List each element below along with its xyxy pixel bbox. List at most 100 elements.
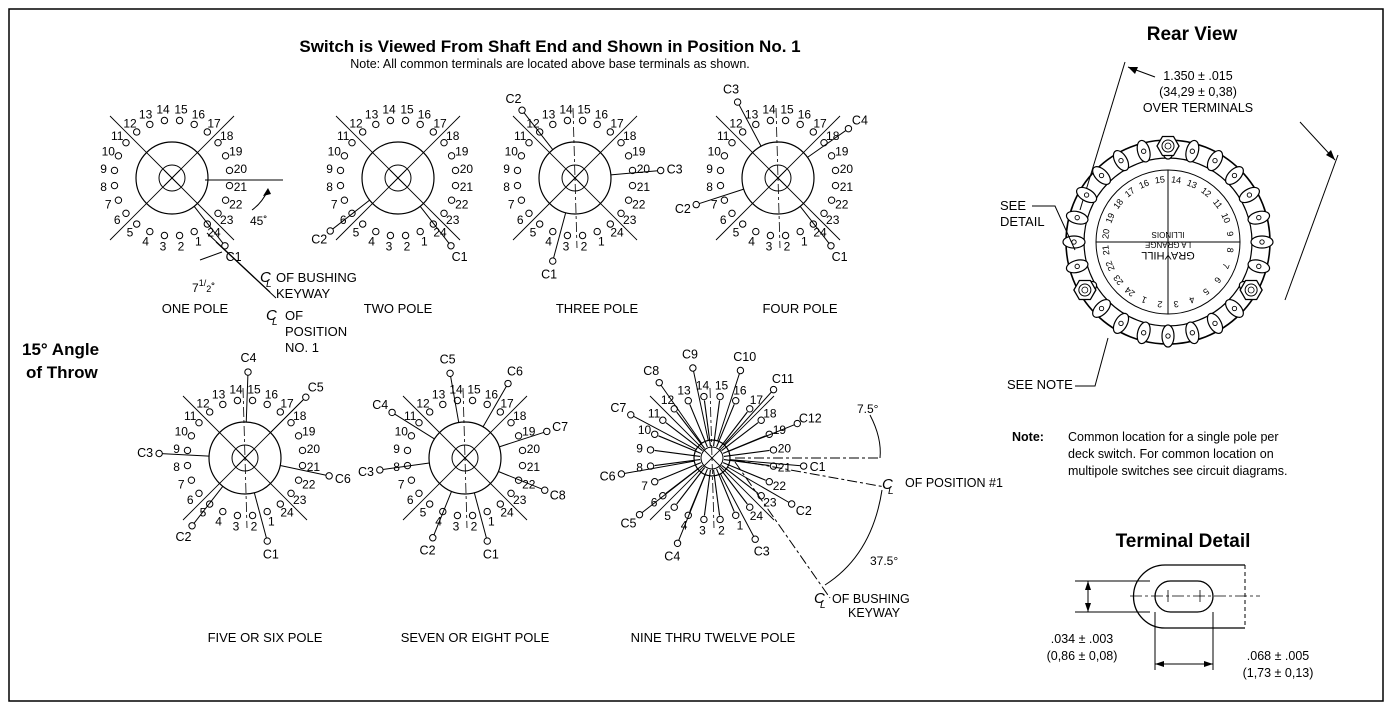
terminal-dot <box>205 408 214 416</box>
terminal-number: 6 <box>720 213 727 227</box>
common-dot <box>388 408 396 417</box>
common-dot <box>617 470 626 478</box>
mounting-hole <box>1244 283 1258 297</box>
terminal-number: 22 <box>455 197 469 211</box>
terminal-dot <box>358 128 367 136</box>
terminal-lug <box>1247 210 1271 225</box>
lug-hole <box>1231 305 1238 312</box>
terminal-dot <box>831 181 840 190</box>
note-block: Note: Common location for a single pole … <box>1012 430 1288 478</box>
terminal-dot <box>700 515 708 524</box>
terminal-dot <box>525 138 533 147</box>
common-label: C3 <box>137 446 153 460</box>
pole-label-five: FIVE OR SIX POLE <box>208 630 323 645</box>
ring-number: 15 <box>1154 174 1165 185</box>
terminal-number: 17 <box>500 396 514 410</box>
terminal-dot <box>578 231 587 240</box>
shaft-circle <box>384 164 412 192</box>
common-label: C1 <box>810 460 826 474</box>
terminal-dot <box>132 220 141 228</box>
terminal-number: 22 <box>229 197 243 211</box>
terminal-number: 2 <box>581 239 588 253</box>
terminal-number: 7 <box>178 477 185 491</box>
center-line <box>572 107 578 249</box>
terminal-number: 11 <box>337 129 350 143</box>
terminal-dot <box>757 416 765 424</box>
common-lead <box>245 372 249 423</box>
terminal-dot <box>110 181 119 190</box>
terminal-dot <box>340 152 349 160</box>
common-label: C1 <box>263 548 279 562</box>
terminal-number: 23 <box>220 213 234 227</box>
common-dot <box>787 500 796 508</box>
brand-text: LA GRANGE <box>1145 240 1191 249</box>
terminal-dot <box>298 446 307 455</box>
terminal-dot <box>276 408 285 416</box>
terminal-number: 19 <box>302 425 316 439</box>
terminal-dot <box>746 503 754 511</box>
cl-symbol-position: C <box>266 307 277 324</box>
terminal-lug <box>1185 139 1200 163</box>
common-label: C5 <box>620 516 636 530</box>
terminal-number: 7 <box>508 197 515 211</box>
terminal-dot <box>425 408 434 416</box>
lug-hole <box>1231 172 1238 179</box>
terminal-number: 1 <box>195 235 202 249</box>
lug-hole <box>1074 263 1080 269</box>
common-dot <box>543 427 551 436</box>
mounting-hole <box>1078 283 1092 297</box>
terminal-number: 20 <box>637 162 651 176</box>
terminal-number: 8 <box>326 180 333 194</box>
common-lead <box>630 414 697 450</box>
terminal-number: 8 <box>100 180 107 194</box>
terminal-number: 17 <box>610 116 624 130</box>
terminal-number: 12 <box>196 396 210 410</box>
terminal-number: 7 <box>398 477 405 491</box>
terminal-number: 12 <box>416 396 430 410</box>
position-label-1: OF <box>285 308 303 323</box>
terminal-lug <box>1206 150 1224 172</box>
terminal-dot <box>403 446 412 455</box>
terminal-lug <box>1092 166 1111 185</box>
terminal-number: 12 <box>123 116 137 130</box>
terminal-dot <box>263 400 271 409</box>
common-label: C3 <box>358 465 374 479</box>
terminal-number: 13 <box>212 387 226 401</box>
terminal-number: 16 <box>798 107 812 121</box>
common-dot <box>656 166 665 175</box>
lug-hole <box>1098 172 1105 179</box>
terminal-number: 15 <box>715 379 729 393</box>
terminal-dot <box>447 196 456 204</box>
terminal-dot <box>728 209 736 218</box>
spoke-line <box>716 468 735 512</box>
terminal-dot <box>483 507 491 516</box>
common-dot <box>447 242 455 250</box>
terminal-dot <box>716 515 724 524</box>
terminal-dot <box>214 138 222 147</box>
note-line-1: Common location for a single pole per <box>1068 430 1279 444</box>
spoke-line <box>676 467 706 505</box>
terminal-dot <box>183 461 192 470</box>
terminal-lug <box>1247 259 1271 274</box>
common-lead <box>193 206 226 247</box>
lug-hole <box>1118 320 1124 327</box>
terminal-number: 20 <box>778 441 792 455</box>
angle-37-5-label: 37.5° <box>870 554 898 568</box>
mounting-hole-inner <box>1247 286 1255 294</box>
terminal-number: 10 <box>638 423 652 437</box>
terminal-dot <box>728 138 736 147</box>
terminal-dot <box>132 128 141 136</box>
terminal-number: 19 <box>229 145 243 159</box>
terminal-dot <box>624 152 633 160</box>
common-dot <box>302 393 310 401</box>
terminal-number: 2 <box>178 239 185 253</box>
terminal-number: 21 <box>527 460 541 474</box>
common-lead <box>280 464 330 477</box>
common-lead <box>737 101 762 147</box>
terminal-dot <box>606 128 615 136</box>
terminal-dot <box>219 400 227 409</box>
switch-body-circle <box>693 439 731 477</box>
common-label: C5 <box>308 380 324 394</box>
terminal-number: 7 <box>331 197 338 211</box>
